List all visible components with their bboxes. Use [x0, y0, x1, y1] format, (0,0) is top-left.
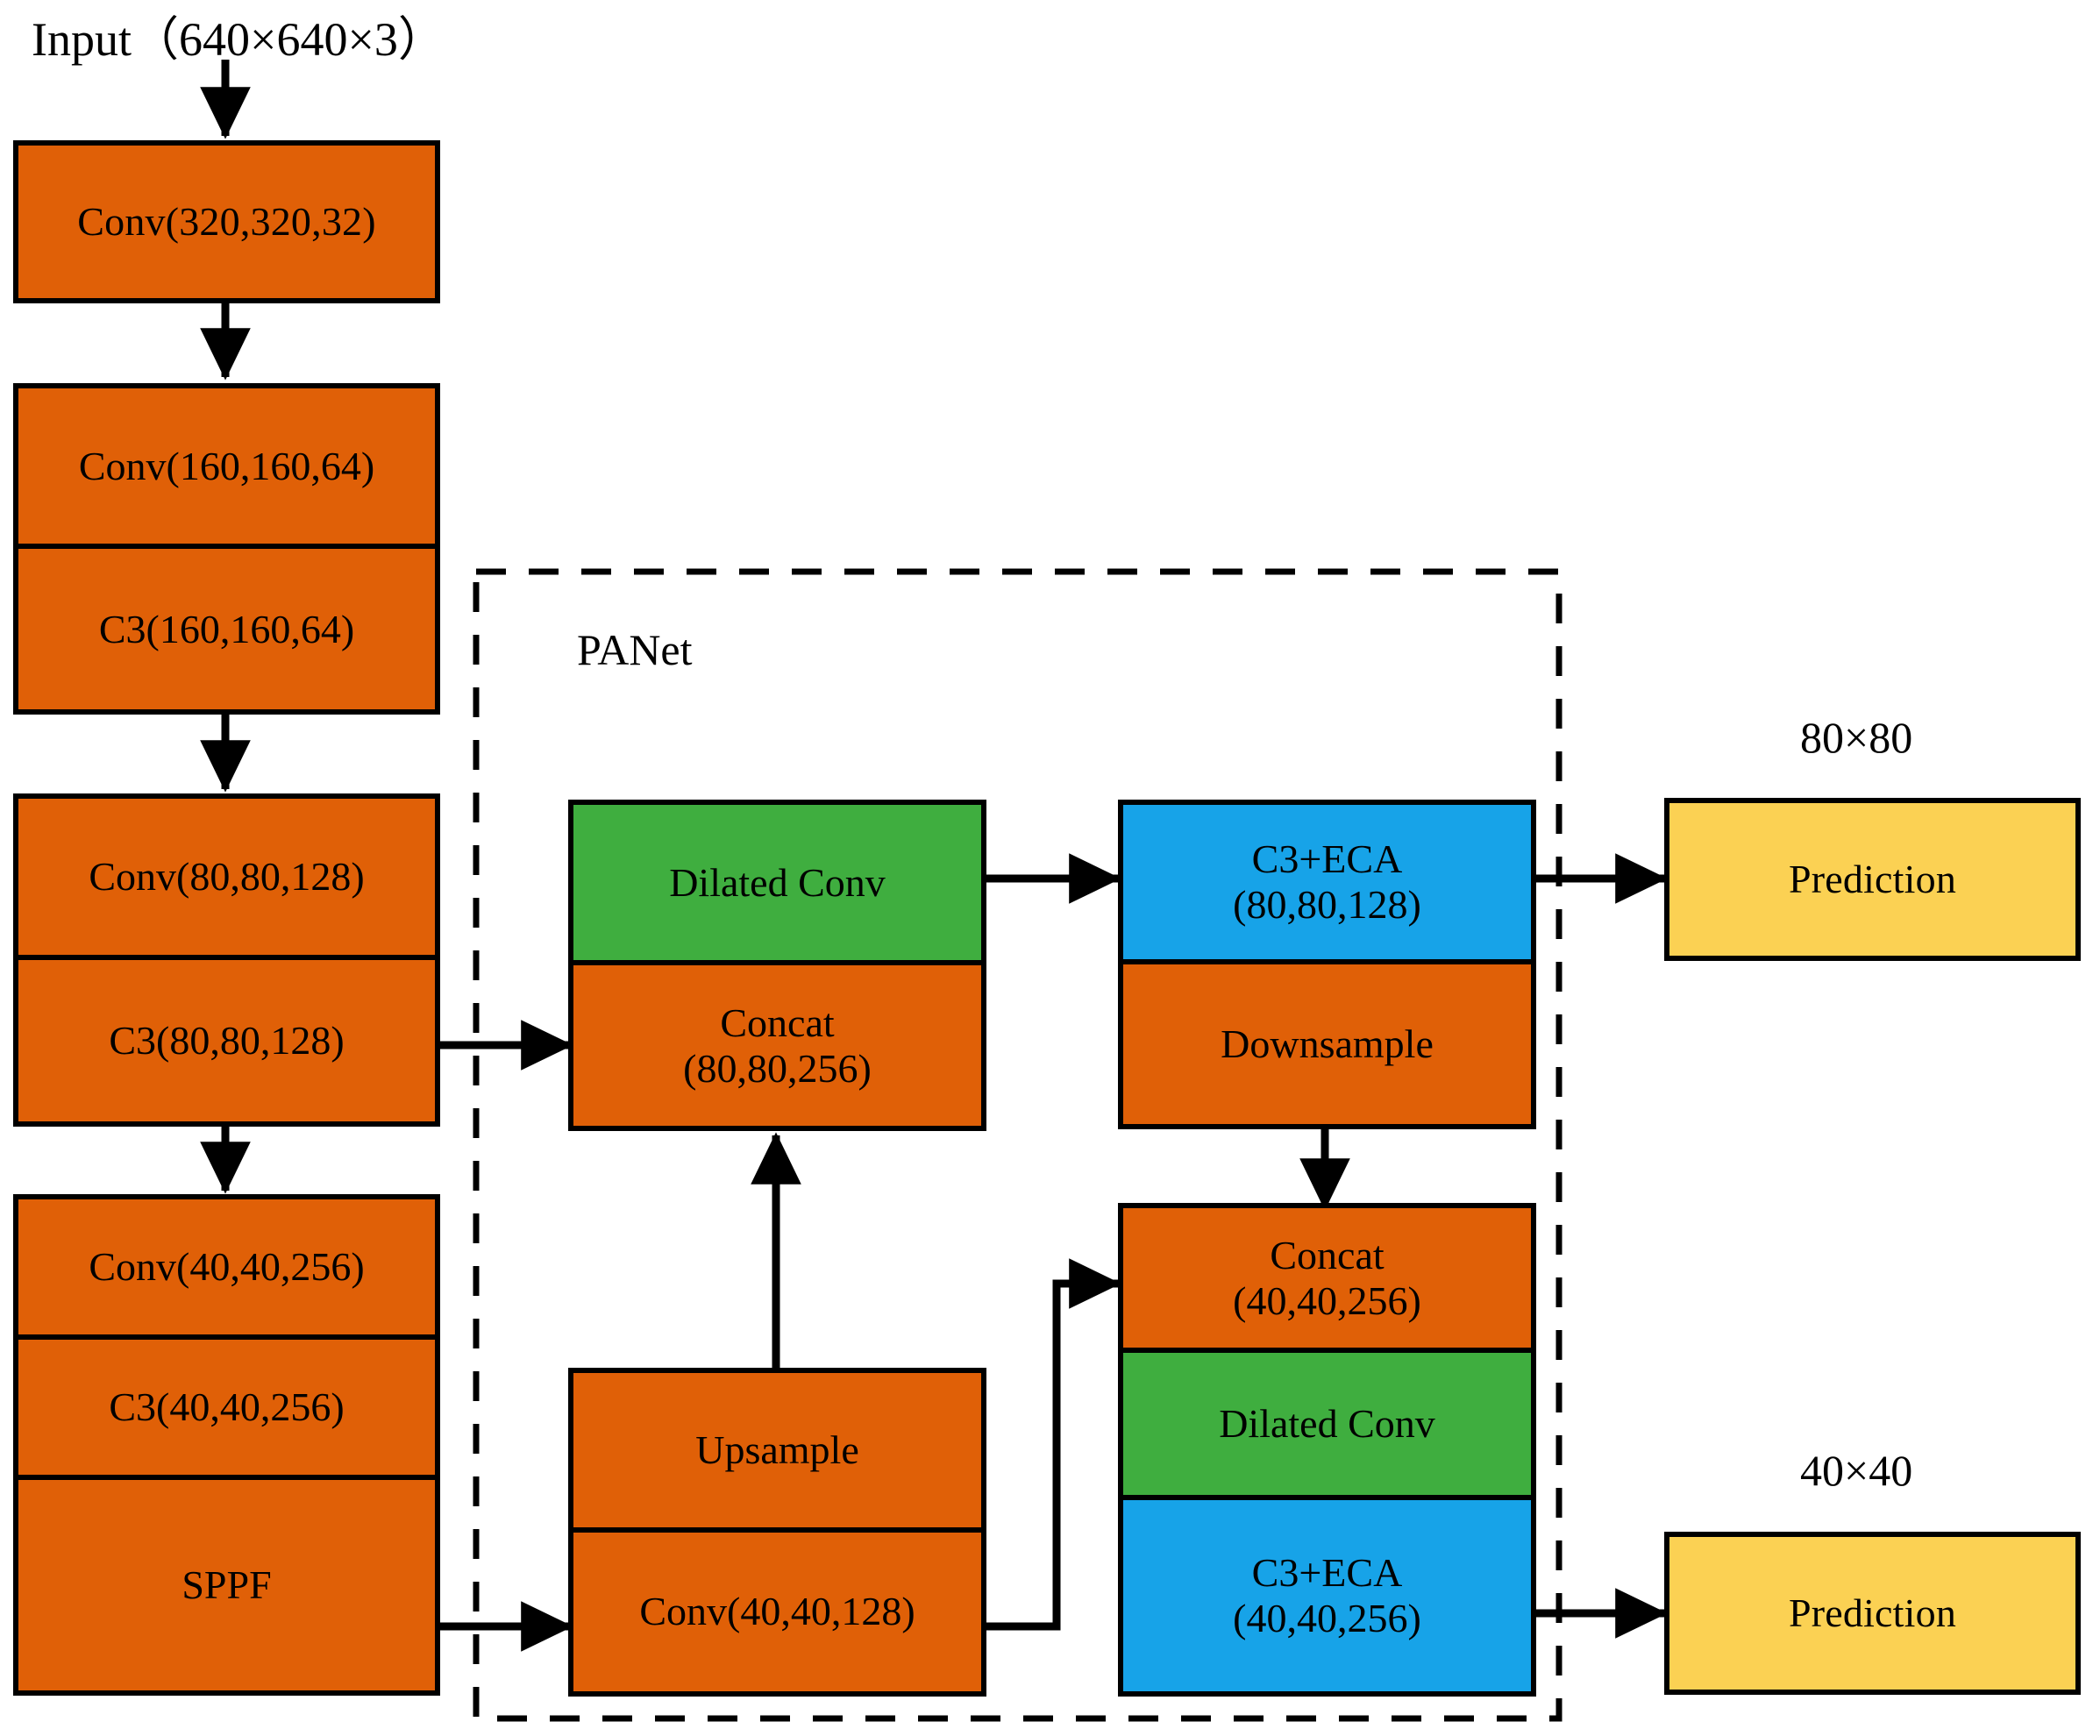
- node-conv-80[interactable]: Conv(80,80,128): [18, 799, 435, 960]
- stack-backbone-40: Conv(40,40,256) C3(40,40,256) SPPF: [13, 1194, 440, 1696]
- stack-panet-c3eca80-downsample: C3+ECA (80,80,128) Downsample: [1118, 800, 1536, 1129]
- head-40-size-label: 40×40: [1800, 1446, 1913, 1495]
- node-sppf[interactable]: SPPF: [18, 1480, 435, 1690]
- input-title: Input（640×640×3）: [32, 13, 445, 66]
- stack-panet-upsample-conv40: Upsample Conv(40,40,128): [568, 1368, 986, 1697]
- stack-backbone-80: Conv(80,80,128) C3(80,80,128): [13, 793, 440, 1127]
- node-dilated-conv-top[interactable]: Dilated Conv: [573, 805, 981, 965]
- node-c3-40[interactable]: C3(40,40,256): [18, 1340, 435, 1480]
- arrow-conv40-128-to-concat40: [986, 1258, 1121, 1631]
- node-conv-160[interactable]: Conv(160,160,64): [18, 388, 435, 549]
- node-conv-40-128[interactable]: Conv(40,40,128): [573, 1532, 981, 1691]
- node-c3eca-80[interactable]: C3+ECA (80,80,128): [1123, 805, 1531, 964]
- node-concat-40[interactable]: Concat (40,40,256): [1123, 1208, 1531, 1353]
- node-upsample[interactable]: Upsample: [573, 1373, 981, 1533]
- node-dilated-conv-bottom[interactable]: Dilated Conv: [1123, 1353, 1531, 1500]
- panet-dashed-boundary: [473, 568, 1563, 1722]
- node-c3eca-40[interactable]: C3+ECA (40,40,256): [1123, 1500, 1531, 1691]
- node-concat-80[interactable]: Concat (80,80,256): [573, 965, 981, 1126]
- stack-backbone-160: Conv(160,160,64) C3(160,160,64): [13, 383, 440, 715]
- node-conv-320[interactable]: Conv(320,320,32): [13, 140, 440, 303]
- stack-panet-dilated-concat80: Dilated Conv Concat (80,80,256): [568, 800, 986, 1131]
- node-c3-80[interactable]: C3(80,80,128): [18, 960, 435, 1121]
- stack-panet-concat40-dilated-c3eca40: Concat (40,40,256) Dilated Conv C3+ECA (…: [1118, 1203, 1536, 1697]
- node-downsample[interactable]: Downsample: [1123, 964, 1531, 1124]
- head-80-size-label: 80×80: [1800, 713, 1913, 762]
- node-conv-40[interactable]: Conv(40,40,256): [18, 1199, 435, 1340]
- node-prediction-40[interactable]: Prediction: [1664, 1532, 2081, 1695]
- node-prediction-80[interactable]: Prediction: [1664, 798, 2081, 961]
- node-c3-160[interactable]: C3(160,160,64): [18, 549, 435, 709]
- panet-label: PANet: [577, 625, 693, 674]
